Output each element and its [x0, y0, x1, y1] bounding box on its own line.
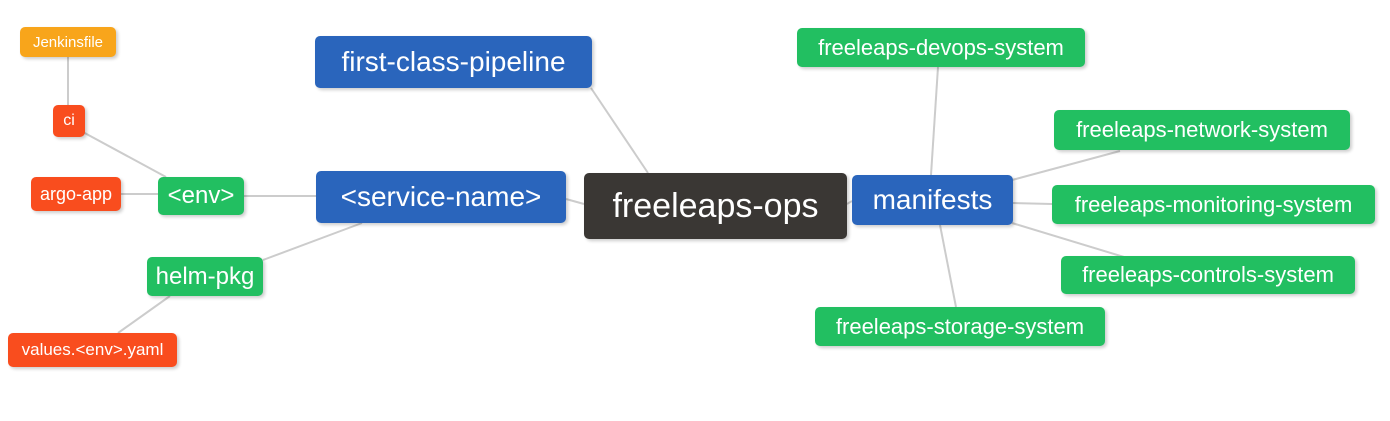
node-values-env-yaml[interactable]: values.<env>.yaml	[8, 333, 177, 367]
edge-ci--env	[80, 130, 167, 178]
edge-manifests--network-system	[1011, 150, 1121, 181]
edge-service-name--freeleaps-ops	[565, 198, 585, 205]
node-storage-system[interactable]: freeleaps-storage-system	[815, 307, 1105, 346]
node-service-name[interactable]: <service-name>	[316, 171, 566, 223]
edge-freeleaps-ops--manifests	[846, 200, 853, 205]
edge-manifests--controls-system	[1011, 222, 1125, 258]
node-helm-pkg[interactable]: helm-pkg	[147, 257, 263, 296]
edge-manifests--monitoring-system	[1012, 202, 1053, 205]
node-env[interactable]: <env>	[158, 177, 244, 215]
node-network-system[interactable]: freeleaps-network-system	[1054, 110, 1350, 150]
node-devops-system[interactable]: freeleaps-devops-system	[797, 28, 1085, 67]
edge-first-class-pipeline--freeleaps-ops	[590, 87, 649, 174]
edge-helm-pkg--values-env-yaml	[117, 295, 171, 334]
node-monitoring-system[interactable]: freeleaps-monitoring-system	[1052, 185, 1375, 224]
node-first-class-pipeline[interactable]: first-class-pipeline	[315, 36, 592, 88]
edge-manifests--storage-system	[939, 224, 957, 308]
node-controls-system[interactable]: freeleaps-controls-system	[1061, 256, 1355, 294]
node-ci[interactable]: ci	[53, 105, 85, 137]
node-manifests[interactable]: manifests	[852, 175, 1013, 225]
edge-manifests--devops-system	[930, 66, 939, 176]
node-argo-app[interactable]: argo-app	[31, 177, 121, 211]
node-jenkinsfile[interactable]: Jenkinsfile	[20, 27, 116, 57]
node-freeleaps-ops[interactable]: freeleaps-ops	[584, 173, 847, 239]
edge-service-name--helm-pkg	[262, 222, 363, 261]
